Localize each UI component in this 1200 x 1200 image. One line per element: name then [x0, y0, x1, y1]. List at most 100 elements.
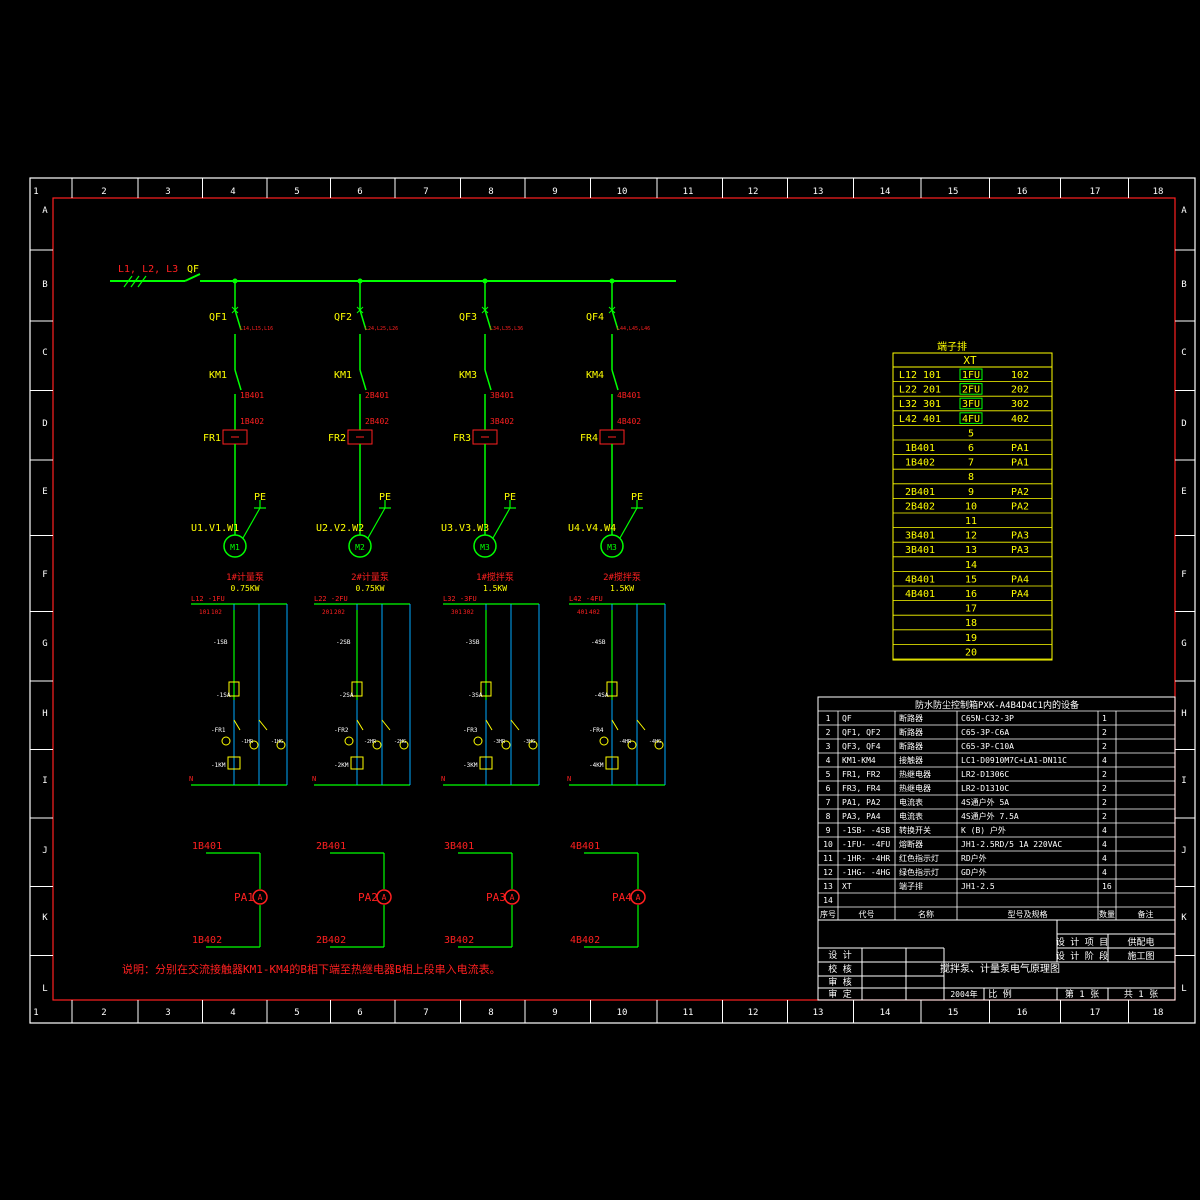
equipment-cell: -1SB- -4SB: [842, 826, 890, 835]
equipment-cell: PA1, PA2: [842, 798, 881, 807]
uvw-label: U4.V4.W4: [568, 523, 616, 534]
terminal-left: 1B401: [905, 443, 935, 454]
equipment-cell: 红色指示灯: [899, 853, 939, 863]
grid-row-left: A: [42, 206, 48, 216]
equipment-cell: 13: [823, 882, 833, 891]
grid-row-left: H: [42, 709, 47, 719]
equipment-cell: 2: [1102, 728, 1107, 737]
terminal-num: 14: [965, 560, 977, 571]
control-n: N: [312, 775, 316, 783]
fr-label: FR2: [328, 433, 346, 444]
control-n: N: [441, 775, 445, 783]
control-node-1: 101: [199, 609, 210, 616]
grid-col-top: 12: [748, 187, 759, 197]
terminal-row: 17: [893, 604, 1052, 616]
uvw-label: U3.V3.W3: [441, 523, 489, 534]
ammeter-symbol: A: [510, 893, 515, 902]
equipment-cell: 绿色指示灯: [899, 867, 939, 877]
control-km: -4KM: [589, 762, 604, 769]
ammeter-symbol: A: [258, 893, 263, 902]
control-fr: -FR2: [334, 727, 349, 734]
scale-label: 比 例: [988, 988, 1011, 1000]
motor-name: 2#计量泵: [351, 571, 389, 583]
grid-row-right: E: [1181, 487, 1186, 497]
terminal-left: L12 101: [899, 370, 941, 381]
grid-col-top: 4: [230, 187, 235, 197]
equipment-cell: 1: [826, 714, 831, 723]
ammeter-top-terminal: 4B401: [570, 841, 600, 852]
grid-col-bottom: 9: [552, 1008, 557, 1018]
grid-col-bottom: 7: [423, 1008, 428, 1018]
qf-note: L44,L45,L46: [617, 326, 650, 332]
equipment-cell: 4: [1102, 840, 1107, 849]
grid-row-right: B: [1181, 280, 1186, 290]
ammeter-bottom-terminal: 2B402: [316, 935, 346, 946]
terminal-num: 13: [965, 545, 977, 556]
power-branch: M3QF3L34,L35,L36KM33B401FR33B402PEU3.V3.…: [441, 278, 523, 593]
grid-col-top: 15: [948, 187, 959, 197]
terminal-num: 19: [965, 633, 977, 644]
grid-col-bottom: 17: [1090, 1008, 1101, 1018]
grid-col-top: 14: [880, 187, 891, 197]
equipment-cell: QF3, QF4: [842, 742, 881, 751]
control-sb: -2SB: [336, 639, 351, 646]
grid-row-left: K: [42, 913, 48, 923]
equipment-cell: JH1-2.5RD/5 1A 220VAC: [961, 840, 1062, 849]
grid-col-bottom: 15: [948, 1008, 959, 1018]
terminal-left: L32 301: [899, 399, 941, 410]
terminal-right: PA1: [1011, 443, 1029, 454]
terminal-num: 12: [965, 531, 977, 542]
equipment-cell: LR2-D1306C: [961, 770, 1009, 779]
equipment-cell: 断路器: [899, 727, 923, 737]
grid-row-left: L: [42, 984, 47, 994]
terminal-num: 17: [965, 604, 977, 615]
control-hr: -1HR: [241, 739, 254, 745]
km-terminal: 4B401: [617, 391, 641, 400]
control-top-label: L22 -2FU: [314, 595, 348, 603]
control-n: N: [567, 775, 571, 783]
control-sb: -3SB: [465, 639, 480, 646]
grid-row-left: F: [42, 570, 47, 580]
ammeter-symbol: A: [382, 893, 387, 902]
motor-power: 0.75KW: [231, 584, 260, 593]
main-circuit: L1, L2, L3 QF: [110, 264, 676, 288]
grid-col-bottom: 11: [683, 1008, 694, 1018]
equipment-cell: 型号及规格: [1008, 909, 1048, 919]
equipment-cell: 4: [1102, 826, 1107, 835]
equipment-cell: 6: [826, 784, 831, 793]
terminal-row: 11: [893, 516, 1052, 528]
role-design: 设 计: [828, 949, 851, 961]
grid-col-top: 18: [1153, 187, 1164, 197]
motor-power: 0.75KW: [356, 584, 385, 593]
km-terminal: 1B401: [240, 391, 264, 400]
terminal-left: 1B402: [905, 458, 935, 469]
control-top-label: L32 -3FU: [443, 595, 477, 603]
ammeter-circuits: A1B401PA11B402A2B401PA22B402A3B401PA33B4…: [192, 841, 646, 948]
control-sb: -1SB: [213, 639, 228, 646]
title-block: 设 计 项 目 供配电 设 计 阶 段 施工图 设 计 校 核 审 核 审 定 …: [817, 919, 1176, 1001]
grid-row-right: D: [1181, 419, 1186, 429]
terminal-right: PA4: [1011, 589, 1029, 600]
equipment-cell: XT: [842, 882, 852, 891]
grid-row-right: F: [1181, 570, 1186, 580]
ammeter-label: PA3: [486, 891, 506, 904]
design-stage-label: 设 计 阶 段: [1056, 950, 1108, 962]
control-fr: -FR4: [589, 727, 604, 734]
design-project-value: 供配电: [1127, 936, 1154, 948]
qf-note: L34,L35,L36: [490, 326, 523, 332]
equipment-cell: 4: [826, 756, 831, 765]
km-label: KM1: [334, 370, 352, 381]
terminal-num: 7: [968, 458, 974, 469]
grid-col-top: 17: [1090, 187, 1101, 197]
control-node-1: 401: [577, 609, 588, 616]
equipment-cell: FR3, FR4: [842, 784, 881, 793]
